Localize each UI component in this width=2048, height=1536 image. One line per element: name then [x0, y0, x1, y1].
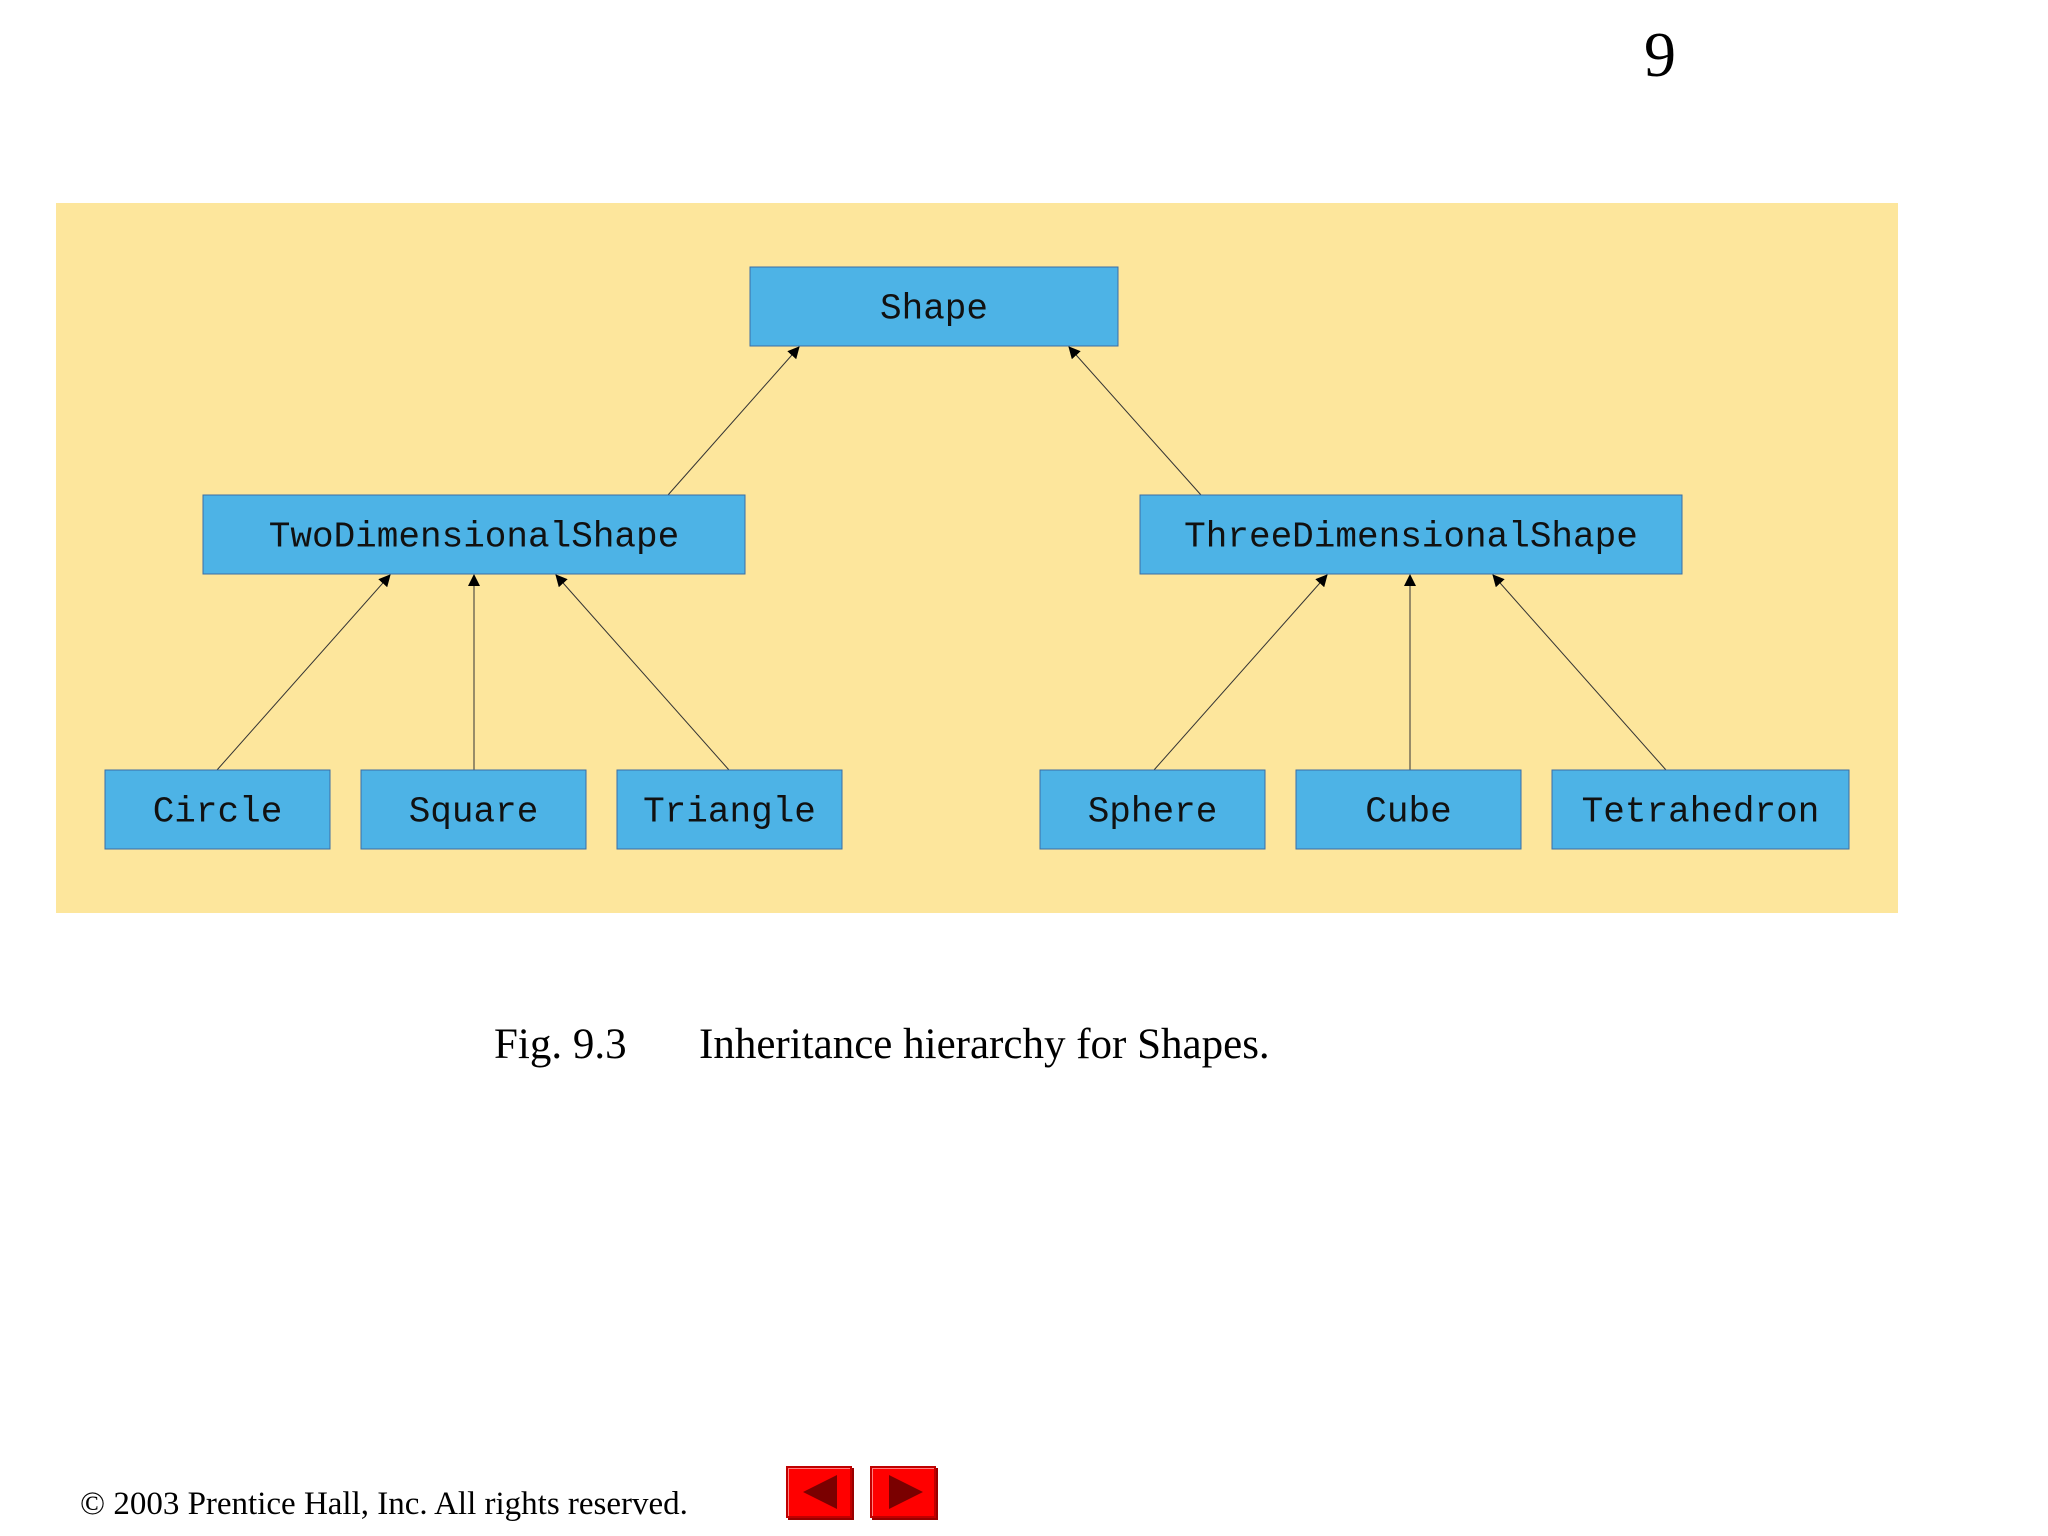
class-node-circle: Circle — [104, 769, 331, 850]
class-box-shape — [749, 266, 1119, 347]
class-box-triangle — [616, 769, 843, 850]
class-node-sphere: Sphere — [1039, 769, 1266, 850]
figure-number: Fig. 9.3 — [494, 1021, 627, 1068]
class-node-square: Square — [360, 769, 587, 850]
class-label-shape: Shape — [880, 289, 988, 330]
class-node-three-dimensional-shape: ThreeDimensionalShape — [1139, 494, 1683, 575]
next-slide-button[interactable] — [870, 1466, 936, 1518]
class-box-two-dimensional-shape — [202, 494, 746, 575]
class-label-triangle: Triangle — [643, 792, 816, 833]
class-box-sphere — [1039, 769, 1266, 850]
class-box-square — [360, 769, 587, 850]
class-label-circle: Circle — [153, 792, 283, 833]
inheritance-arrow-three-dimensional-shape-to-shape — [1068, 346, 1202, 496]
class-node-cube: Cube — [1295, 769, 1522, 850]
class-box-tetrahedron — [1551, 769, 1850, 850]
class-label-two-dimensional-shape: TwoDimensionalShape — [269, 517, 679, 558]
inheritance-edges — [216, 346, 1667, 771]
class-label-square: Square — [409, 792, 539, 833]
previous-slide-button[interactable] — [786, 1466, 852, 1518]
inheritance-arrow-sphere-to-three-dimensional-shape — [1153, 574, 1328, 771]
copyright-notice: © 2003 Prentice Hall, Inc. All rights re… — [80, 1486, 688, 1522]
left-arrow-icon — [803, 1475, 837, 1509]
class-box-circle — [104, 769, 331, 850]
right-arrow-icon — [889, 1475, 923, 1509]
class-node-tetrahedron: Tetrahedron — [1551, 769, 1850, 850]
figure-caption: Fig. 9.3 Inheritance hierarchy for Shapes… — [494, 1020, 1270, 1069]
page-number: 9 — [1644, 19, 1676, 90]
inheritance-arrow-triangle-to-two-dimensional-shape — [555, 574, 730, 771]
class-node-two-dimensional-shape: TwoDimensionalShape — [202, 494, 746, 575]
inheritance-arrow-circle-to-two-dimensional-shape — [216, 574, 391, 771]
class-node-triangle: Triangle — [616, 769, 843, 850]
class-label-tetrahedron: Tetrahedron — [1582, 792, 1820, 833]
class-box-three-dimensional-shape — [1139, 494, 1683, 575]
class-box-cube — [1295, 769, 1522, 850]
class-label-sphere: Sphere — [1088, 792, 1218, 833]
class-node-shape: Shape — [749, 266, 1119, 347]
figure-caption-text: Inheritance hierarchy for Shapes. — [699, 1021, 1270, 1068]
class-label-three-dimensional-shape: ThreeDimensionalShape — [1184, 517, 1638, 558]
inheritance-arrow-tetrahedron-to-three-dimensional-shape — [1492, 574, 1667, 771]
class-label-cube: Cube — [1365, 792, 1451, 833]
inheritance-arrow-two-dimensional-shape-to-shape — [667, 346, 800, 496]
